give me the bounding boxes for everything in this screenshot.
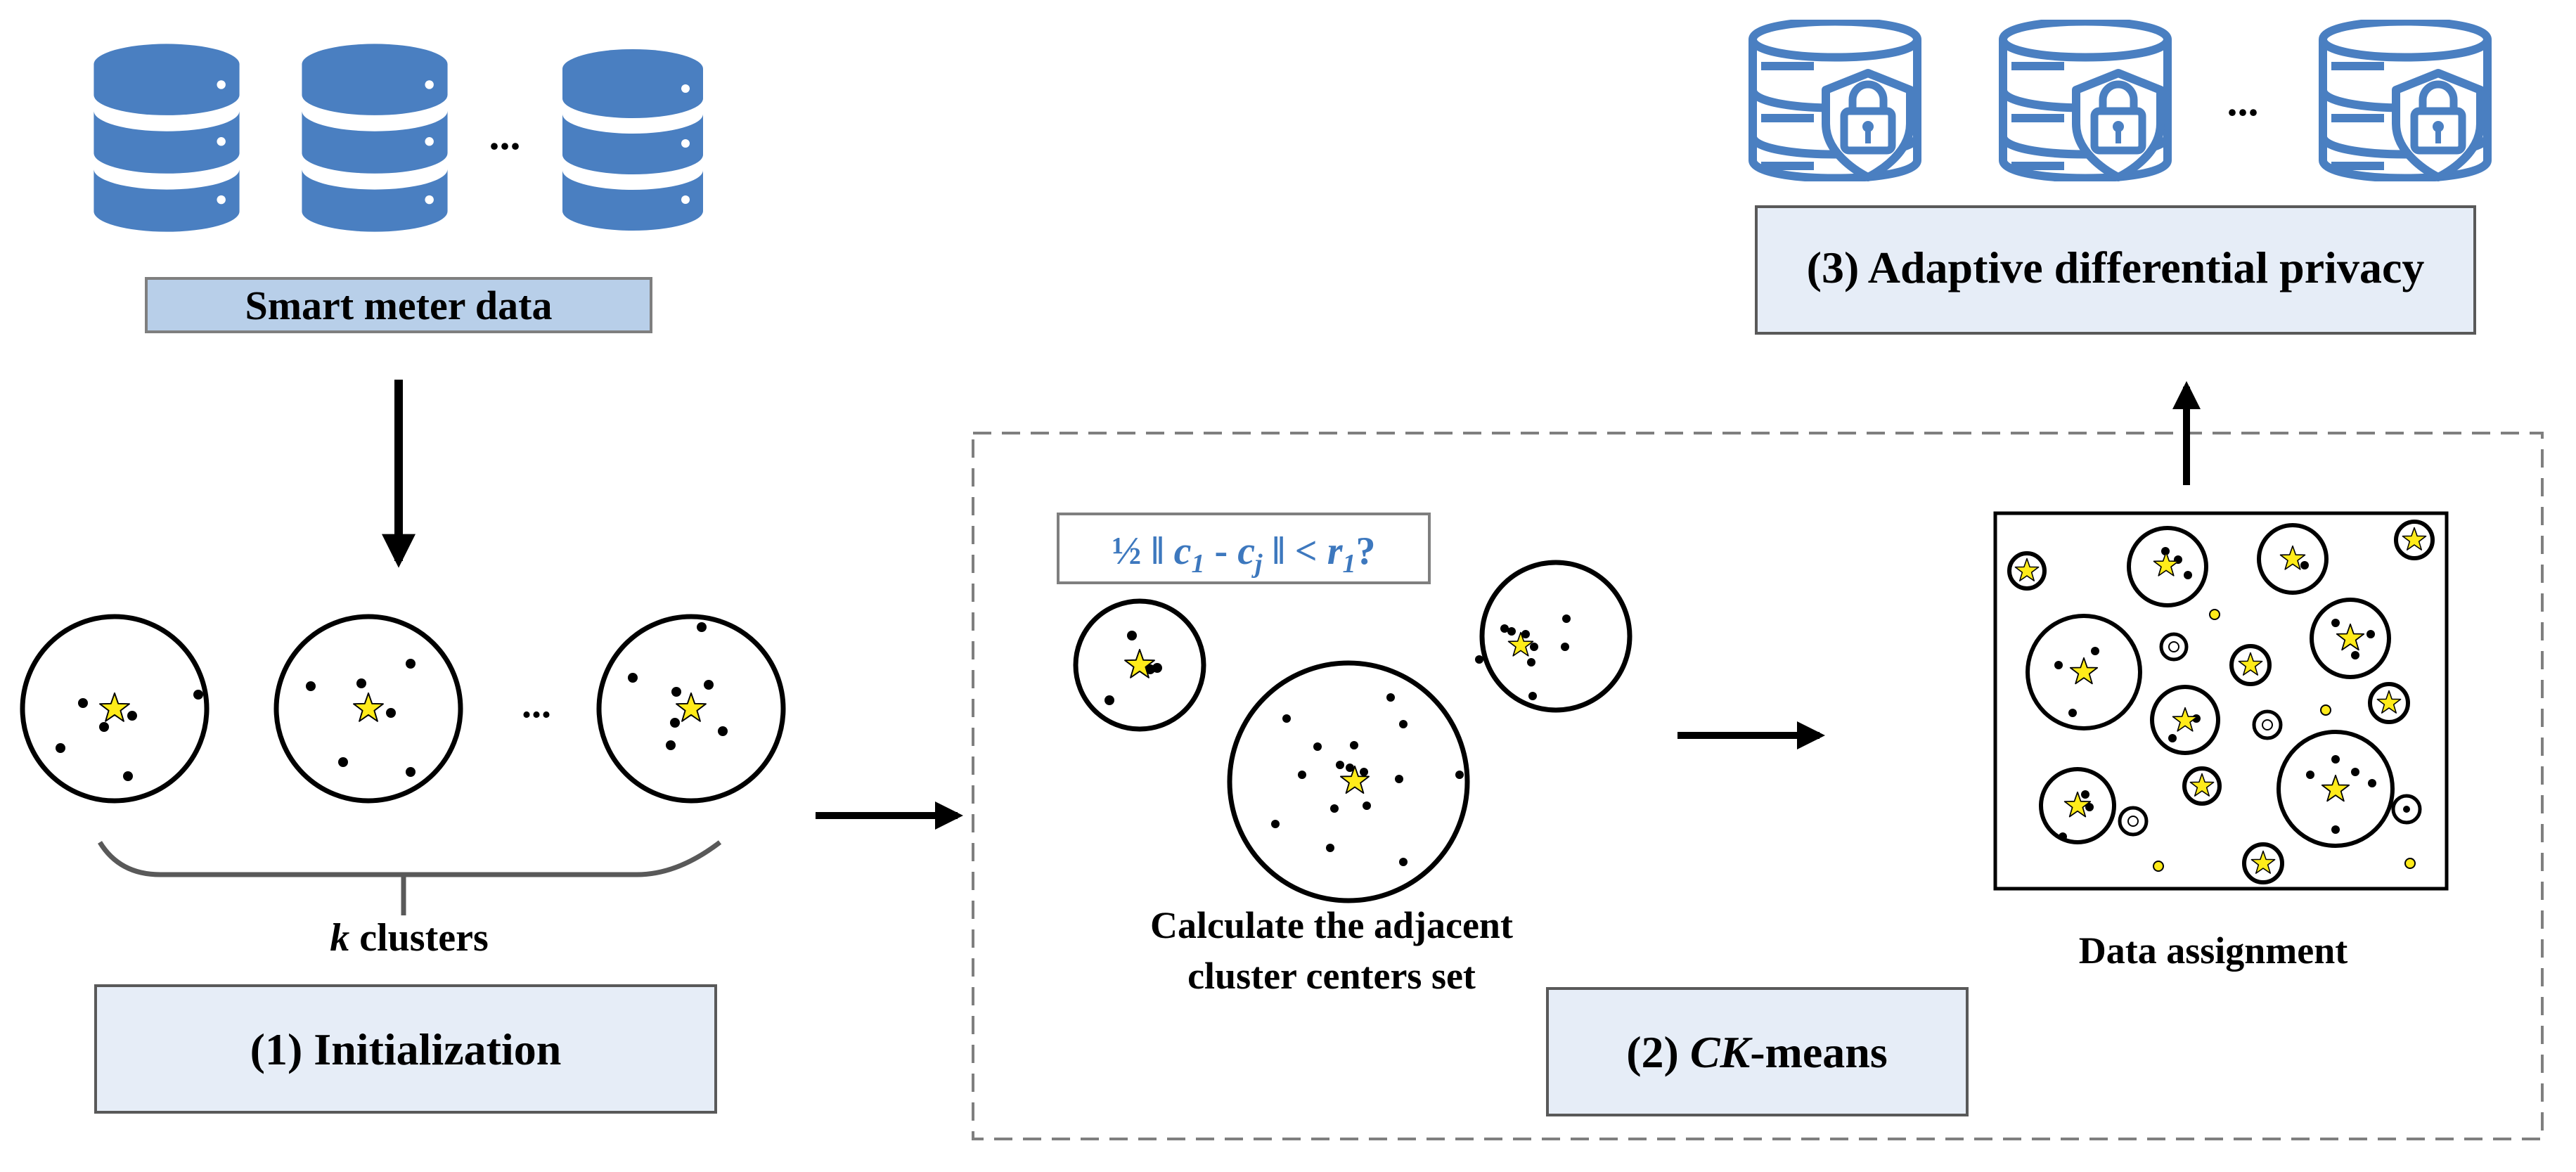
assigned-cluster (2404, 858, 2416, 869)
adjacent-cluster (1475, 560, 1632, 713)
assigned-cluster (2320, 704, 2331, 716)
k-clusters-label: k clusters (330, 916, 489, 960)
smart-meter-label: Smart meter data (245, 283, 552, 328)
star-icon (353, 692, 384, 722)
adjacent-clusters (1073, 560, 1632, 903)
data-assignment-label: Data assignment (2079, 929, 2348, 972)
adjacency-formula: ½ ‖ c1 - cj ‖ < r1? (1112, 529, 1376, 579)
ckmeans-dashed-frame (972, 432, 2544, 1140)
assigned-cluster (2127, 526, 2208, 607)
secure-databases: ... (1753, 22, 2487, 179)
adjacent-cluster (1073, 598, 1206, 732)
ckmeans-box (1546, 987, 1969, 1116)
lock-database-icon (2323, 22, 2487, 179)
lock-database-icon (1753, 22, 1917, 179)
lock-database-icon (2003, 22, 2168, 179)
secure-database-ellipsis: ... (2227, 78, 2259, 124)
formula-box (1057, 513, 1431, 584)
assigned-cluster (2368, 682, 2410, 724)
assigned-cluster (2159, 632, 2189, 662)
assigned-cluster (2310, 598, 2391, 679)
assigned-cluster (2242, 842, 2284, 884)
assigned-cluster (2391, 794, 2422, 825)
privacy-title: (3) Adaptive differential privacy (1807, 243, 2425, 292)
assigned-cluster (2150, 685, 2220, 755)
assigned-cluster (2252, 709, 2283, 740)
star-icon (676, 692, 707, 722)
assigned-cluster (2039, 767, 2116, 844)
assigned-cluster (2394, 520, 2435, 560)
initial-clusters: ... (20, 614, 786, 804)
assigned-cluster (2257, 523, 2329, 595)
assigned-cluster (2153, 861, 2164, 872)
privacy-box (1755, 205, 2476, 335)
cluster-brace (98, 840, 722, 877)
assigned-cluster (2276, 730, 2395, 848)
assigned-cluster (2118, 806, 2149, 837)
database-ellipsis: ... (489, 112, 521, 158)
database-icon (94, 44, 240, 232)
assigned-cluster (2209, 609, 2220, 620)
database-icon (562, 49, 703, 231)
assigned-cluster (2182, 766, 2222, 806)
initialization-box (94, 984, 717, 1114)
initial-cluster (20, 614, 210, 804)
smart-meter-label-box (145, 277, 652, 333)
initial-cluster (273, 614, 463, 804)
database-icon (302, 44, 448, 232)
cluster-ellipsis: ... (522, 683, 551, 726)
assigned-cluster (2007, 551, 2047, 591)
assigned-cluster (2229, 644, 2272, 686)
assigned-cluster (2026, 614, 2142, 730)
adjacent-cluster (1227, 660, 1470, 903)
adjacent-caption-line2: cluster centers set (1187, 955, 1476, 997)
adjacent-caption-line1: Calculate the adjacent (1150, 904, 1513, 946)
ckmeans-title: (2) CK-means (1626, 1027, 1888, 1077)
smart-meter-databases: ... (94, 44, 703, 232)
assigned-clusters (2007, 520, 2435, 884)
initial-cluster (596, 614, 786, 804)
initialization-title: (1) Initialization (250, 1024, 562, 1074)
star-icon (99, 692, 130, 722)
